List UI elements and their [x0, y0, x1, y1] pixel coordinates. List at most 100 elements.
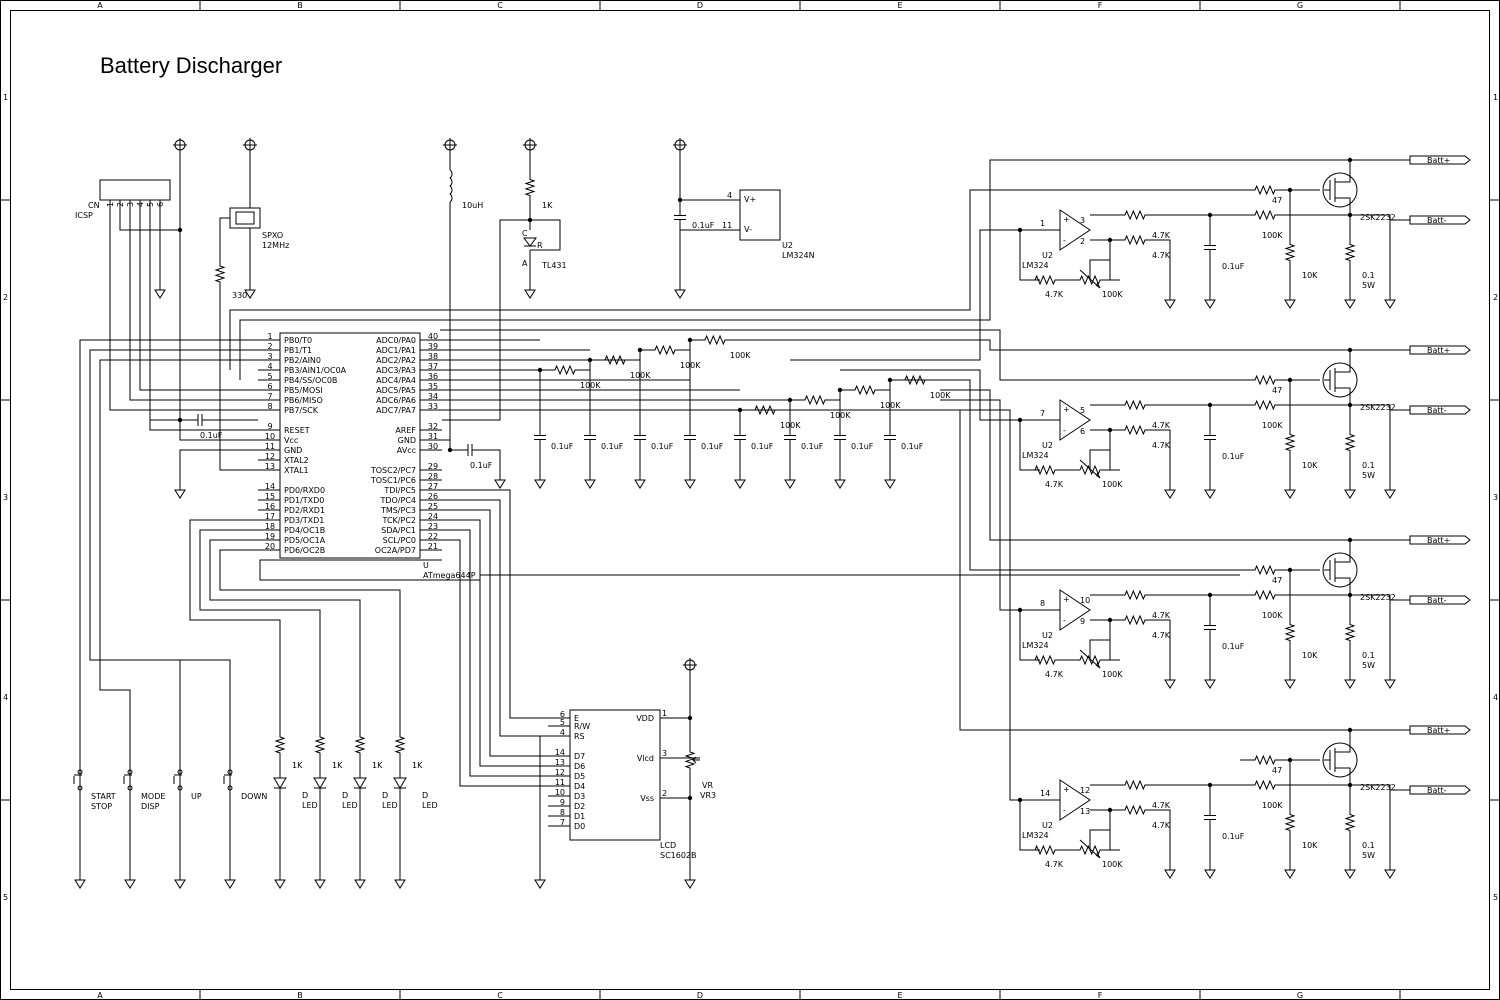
opamp-minus-sign: -: [1063, 806, 1066, 815]
opamp-out-pin: 14: [1040, 789, 1050, 798]
wire: [1019, 610, 1040, 661]
gate-res-value: 47: [1272, 576, 1282, 585]
ground-icon: [1344, 670, 1356, 689]
wire: [1150, 619, 1171, 670]
ground-icon: [1344, 290, 1356, 309]
mcu-pin-number: 37: [428, 362, 438, 371]
ground-icon: [1344, 860, 1356, 879]
ground-icon: [314, 870, 326, 889]
mcu-pin-name: AREF: [395, 426, 416, 435]
ground-icon: [1164, 480, 1176, 499]
button-label: START: [91, 792, 116, 801]
capacitor: [584, 420, 596, 455]
lcd-ref: LCD: [660, 841, 676, 850]
opamp-ref: U2: [1042, 631, 1053, 640]
led-res-value: 1K: [332, 761, 343, 770]
filter-cap-value: 0.1uF: [851, 442, 874, 451]
ground-icon: [524, 280, 536, 299]
wire: [1019, 420, 1040, 471]
mcu-pin-number: 1: [267, 332, 272, 341]
resistor: [1284, 615, 1296, 650]
ground-icon: [1384, 670, 1396, 689]
mosfet-icon: [1324, 545, 1351, 595]
mosfet-icon: [1322, 172, 1358, 208]
avcc-cap-value: 0.1uF: [470, 461, 493, 470]
led-wire: [209, 539, 361, 730]
filter-res-value: 100K: [730, 351, 751, 360]
resistor: [1030, 654, 1060, 666]
wire: [219, 290, 258, 471]
gnd-wire: [179, 449, 258, 480]
batt-plus-connector: [1409, 535, 1471, 545]
junction-dot: [1107, 237, 1113, 243]
lcd-pin-name: D5: [574, 772, 585, 781]
batt-minus-label: Batt-: [1427, 406, 1447, 415]
opamp-minus-sign: -: [1063, 426, 1066, 435]
tl431-part: TL431: [541, 261, 567, 270]
vcc-icon: [243, 138, 257, 152]
lcd-pin-number: 7: [560, 818, 565, 827]
lcd-pin-name: D4: [574, 782, 585, 791]
ground-icon: [584, 470, 596, 489]
led-label: D: [422, 791, 428, 800]
pot-value: 100K: [1102, 290, 1123, 299]
filter-res-value: 100K: [630, 371, 651, 380]
lcd-pin-name: D2: [574, 802, 585, 811]
lcd-pin-name: R/W: [574, 722, 590, 731]
opamp-plus-sign: +: [1063, 215, 1070, 224]
mcu-pin-number: 7: [267, 392, 272, 401]
mcu-pin-name: ADC7/PA7: [376, 406, 416, 415]
lcd-pin-number: 12: [555, 768, 565, 777]
mcu-pin-name: PB7/SCK: [284, 406, 319, 415]
mcu-pin-number: 32: [428, 422, 438, 431]
filter-cap-value: 0.1uF: [1222, 642, 1245, 651]
mcu-pin-name: PB5/MOSI: [284, 386, 323, 395]
feedback-res-value: 4.7K: [1045, 480, 1064, 489]
batt-minus-connector: [1409, 785, 1471, 795]
ground-icon: [174, 480, 186, 499]
resistor: [1240, 754, 1290, 766]
filter-cap-value: 0.1uF: [801, 442, 824, 451]
mcu-pin-name: ADC4/PA4: [376, 376, 416, 385]
ground-icon: [1204, 670, 1216, 689]
resistor: [690, 334, 740, 346]
opamp-plus-sign: +: [1063, 785, 1070, 794]
batt-sense-wire: [740, 339, 1410, 351]
button-label: STOP: [91, 802, 112, 811]
button-wire: [99, 359, 258, 770]
tl431-pin-r: R: [537, 241, 543, 250]
lcd-pin-number: 13: [555, 758, 565, 767]
mosfet-icon: [1324, 735, 1351, 785]
resistor: [1284, 235, 1296, 270]
border-col-label-top: F: [1098, 1, 1103, 10]
gate-drive-wire: [229, 189, 1240, 370]
mcu-pin-name: PD1/TXD0: [284, 496, 324, 505]
capacitor: [1204, 215, 1216, 280]
button-label: MODE: [141, 792, 165, 801]
opamp-pin-minus: 9: [1080, 617, 1085, 626]
wire: [1350, 784, 1410, 791]
mosfet-icon: [1322, 552, 1358, 588]
mcu-pin-name: PB1/T1: [284, 346, 312, 355]
opamp-pin-vm: 11: [722, 221, 732, 230]
mcu-pin-name: GND: [398, 436, 416, 445]
vcc-icon: [673, 138, 687, 152]
input-res-value: 4.7K: [1152, 611, 1171, 620]
vr-ref: VR: [702, 781, 713, 790]
lcd-wire: [442, 489, 548, 719]
mcu-pin-name: ADC3/PA3: [376, 366, 416, 375]
resistor: [1284, 425, 1296, 460]
mcu-pin-name: TMS/PC3: [380, 506, 416, 515]
pot-value: 100K: [1102, 670, 1123, 679]
capacitor: [450, 444, 490, 456]
resistor: [790, 394, 840, 406]
mcu-pin-number: 21: [428, 542, 438, 551]
mcu-pin-name: SCL/PC0: [383, 536, 416, 545]
pulldown-res-value: 10K: [1302, 651, 1318, 660]
lcd-pin-number: 2: [662, 789, 667, 798]
opamp-minus-sign: -: [1063, 236, 1066, 245]
icsp-connector: [99, 179, 171, 201]
tl431-pin-c: C: [522, 229, 528, 238]
led-res-value: 1K: [372, 761, 383, 770]
filter-cap-value: 0.1uF: [1222, 262, 1245, 271]
